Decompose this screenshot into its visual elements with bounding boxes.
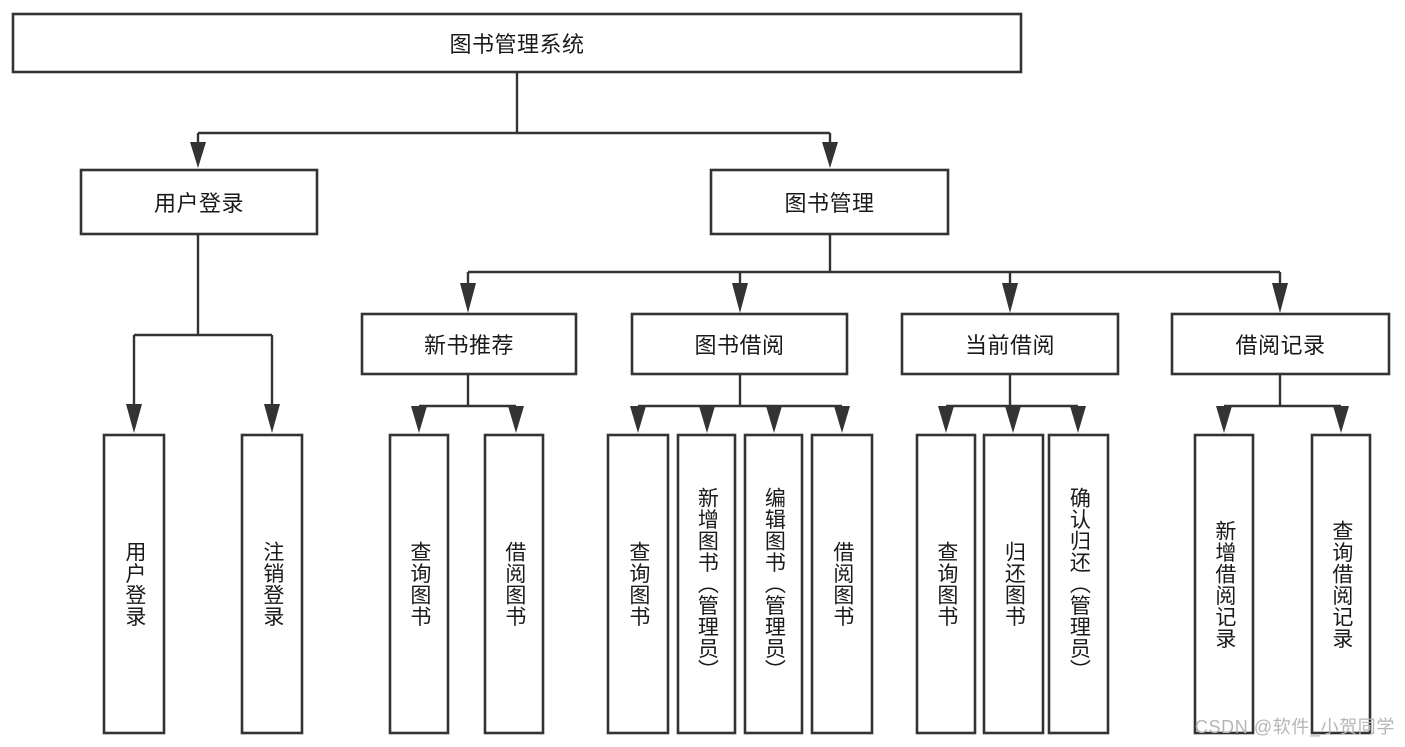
node-box-bookmgr[interactable] xyxy=(709,168,950,236)
arrowhead-borrow-to-leaf8 xyxy=(834,406,850,433)
node-box-leaf-12[interactable] xyxy=(1193,433,1255,735)
arrowhead-newbook-to-leaf4 xyxy=(508,406,524,433)
arrowhead-bookmgr-to-current xyxy=(1002,283,1018,313)
arrowhead-current-to-leaf9 xyxy=(938,406,954,433)
connector-group-current xyxy=(938,374,1086,433)
node-box-leaf-9[interactable] xyxy=(915,433,977,735)
node-box-leaf-10[interactable] xyxy=(982,433,1045,735)
arrowhead-records-to-leaf13 xyxy=(1333,406,1349,433)
arrowhead-current-to-leaf10 xyxy=(1005,406,1021,433)
node-box-leaf-8[interactable] xyxy=(810,433,874,735)
connector-group-login xyxy=(126,234,280,433)
node-box-leaf-11[interactable] xyxy=(1047,433,1110,735)
arrowhead-borrow-to-leaf7 xyxy=(766,406,782,433)
arrowhead-borrow-to-leaf5 xyxy=(630,406,646,433)
connector-group-newbook xyxy=(411,374,524,433)
arrowhead-borrow-to-leaf6 xyxy=(699,406,715,433)
arrowhead-login-to-leaf1 xyxy=(126,404,142,433)
arrowhead-login-to-leaf2 xyxy=(264,404,280,433)
node-box-current[interactable] xyxy=(900,312,1120,376)
arrowhead-root-to-bookmgr xyxy=(822,142,838,168)
connector-group-borrow xyxy=(630,374,850,433)
arrowhead-root-to-login xyxy=(190,142,206,168)
node-box-leaf-1[interactable] xyxy=(102,433,166,735)
connector-group-bookmgr xyxy=(460,234,1288,313)
arrowhead-bookmgr-to-borrow xyxy=(732,283,748,313)
arrowhead-bookmgr-to-records xyxy=(1272,283,1288,313)
node-box-leaf-3[interactable] xyxy=(388,433,450,735)
node-box-leaf-7[interactable] xyxy=(743,433,804,735)
arrowhead-newbook-to-leaf3 xyxy=(411,406,427,433)
node-box-leaf-2[interactable] xyxy=(240,433,304,735)
node-box-newbook[interactable] xyxy=(360,312,578,376)
node-box-leaf-5[interactable] xyxy=(606,433,670,735)
node-box-login[interactable] xyxy=(79,168,319,236)
node-box-records[interactable] xyxy=(1170,312,1391,376)
arrowhead-bookmgr-to-newbook xyxy=(460,283,476,313)
node-box-leaf-4[interactable] xyxy=(483,433,545,735)
csdn-watermark: CSDN @软件_小贺同学 xyxy=(1194,717,1395,737)
node-box-leaf-6[interactable] xyxy=(676,433,737,735)
arrowhead-records-to-leaf12 xyxy=(1216,406,1232,433)
node-box-root[interactable] xyxy=(11,12,1023,74)
node-box-borrow[interactable] xyxy=(630,312,849,376)
node-box-leaf-13[interactable] xyxy=(1310,433,1372,735)
connector-group-root xyxy=(190,72,838,168)
connector-group-records xyxy=(1216,374,1349,433)
arrowhead-current-to-leaf11 xyxy=(1070,406,1086,433)
